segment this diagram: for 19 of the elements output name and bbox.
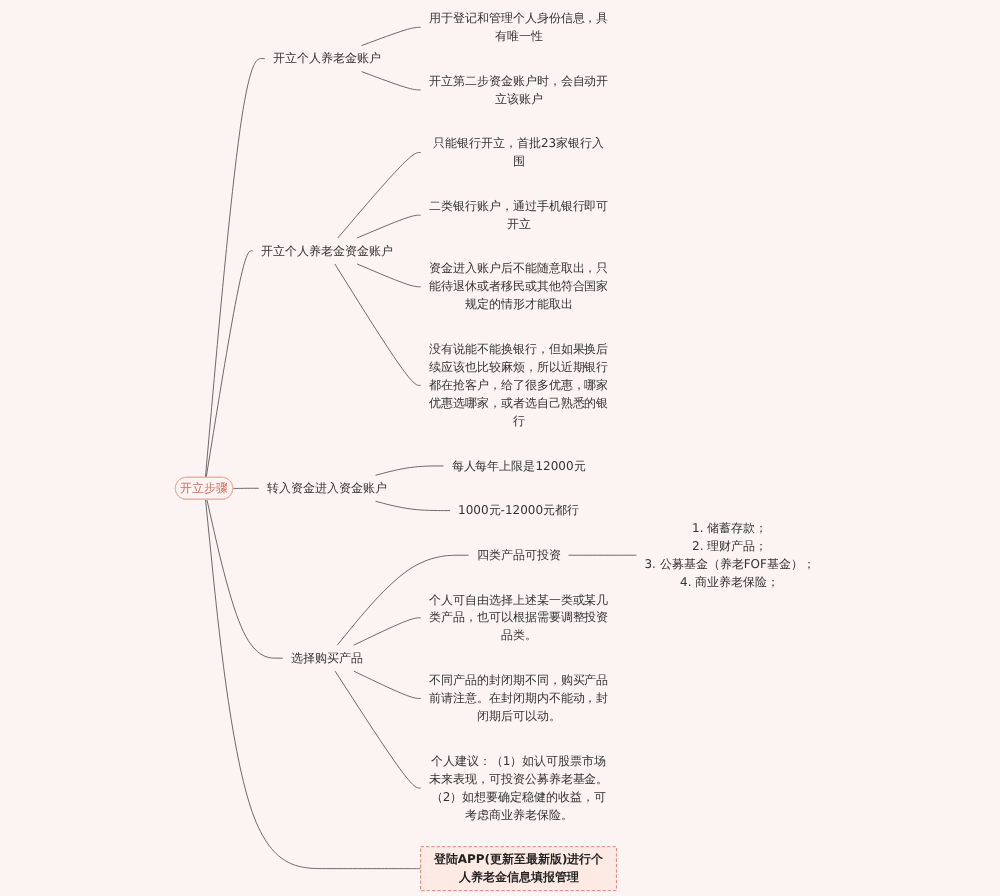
connector: [206, 250, 255, 479]
connector: [335, 263, 422, 386]
connector: [206, 499, 422, 870]
connector: [354, 670, 422, 699]
connector: [338, 152, 422, 239]
connector: [376, 465, 445, 476]
connector: [335, 670, 422, 789]
connector: [233, 487, 261, 490]
connector: [207, 499, 285, 659]
connector: [362, 71, 422, 91]
connector: [568, 554, 638, 556]
connector: [362, 26, 422, 47]
connector: [205, 58, 267, 479]
connector: [354, 617, 422, 646]
connector: [357, 214, 422, 239]
node-box: [421, 846, 618, 892]
connector: [357, 263, 422, 288]
connector: [376, 500, 452, 512]
connector: [337, 554, 470, 646]
